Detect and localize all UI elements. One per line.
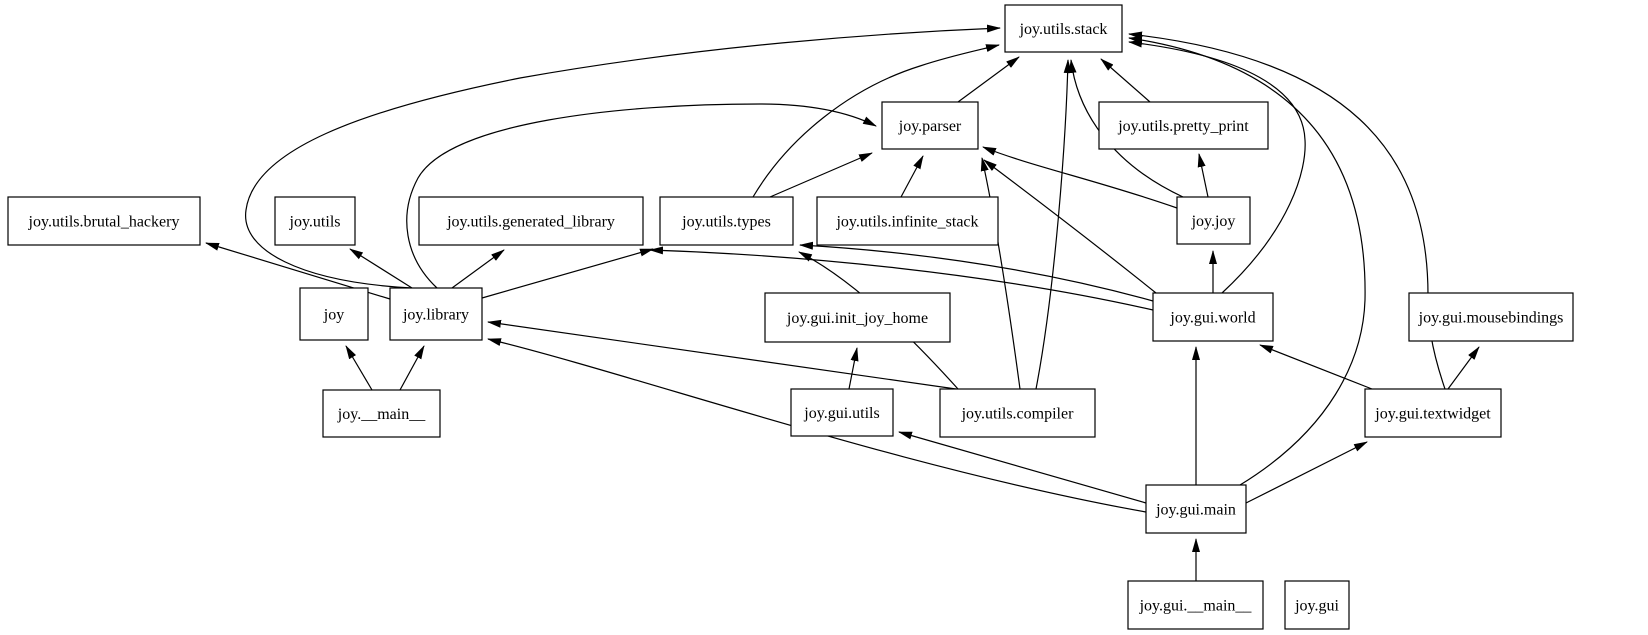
node-joy.gui.init_joy_home: joy.gui.init_joy_home [764, 292, 951, 343]
edge-joy.gui.utils--joy.gui.init_joy_home [848, 347, 859, 390]
edge-joy.__main__--joy.library [399, 345, 425, 391]
node-joy.utils.brutal_hackery: joy.utils.brutal_hackery [7, 196, 201, 246]
node-box-joy.utils.brutal_hackery [7, 196, 201, 246]
edge-joy.library--joy.utils.generated_library [451, 249, 505, 289]
edge-joy.gui.world--joy.utils.types [799, 241, 1154, 302]
edge-joy.gui.main--joy.gui.textwidget [1245, 441, 1368, 504]
node-box-joy.gui.__main__ [1127, 580, 1264, 630]
node-joy.gui.__main__: joy.gui.__main__ [1127, 580, 1264, 630]
node-label-joy.joy: joy.joy [1191, 213, 1236, 230]
node-box-joy.joy [1176, 196, 1251, 245]
node-joy.joy: joy.joy [1176, 196, 1251, 245]
edge-joy.gui.world--joy.utils.generated_library [649, 246, 1154, 311]
node-box-joy.gui.textwidget [1364, 388, 1502, 438]
node-joy.utils.infinite_stack: joy.utils.infinite_stack [816, 196, 999, 246]
edge-joy.utils.compiler--joy.utils.stack [1035, 59, 1072, 390]
node-joy.utils.generated_library: joy.utils.generated_library [418, 196, 644, 246]
node-label-joy.gui: joy.gui [1294, 598, 1339, 615]
node-box-joy.utils.pretty_print [1098, 101, 1269, 150]
node-joy.gui.textwidget: joy.gui.textwidget [1364, 388, 1502, 438]
node-joy.gui.utils: joy.gui.utils [790, 388, 894, 437]
node-label-joy.gui.init_joy_home: joy.gui.init_joy_home [786, 310, 928, 327]
node-label-joy.library: joy.library [402, 307, 469, 324]
node-box-joy.utils.compiler [939, 388, 1096, 438]
node-joy.utils.pretty_print: joy.utils.pretty_print [1098, 101, 1269, 150]
edge-joy.gui.main--joy.gui.utils [898, 431, 1147, 504]
edge-joy.library--joy.utils [349, 248, 413, 289]
edge-joy.utils.compiler--joy.parser [980, 157, 1021, 390]
edge-joy.gui.textwidget--joy.gui.mousebindings [1447, 346, 1480, 390]
node-box-joy.gui.main [1145, 484, 1247, 534]
edge-joy.gui.world--joy.parser [983, 159, 1157, 294]
node-joy.utils: joy.utils [274, 196, 356, 246]
node-box-joy.utils.stack [1004, 4, 1123, 53]
node-joy.library: joy.library [389, 287, 483, 341]
node-joy.utils.types: joy.utils.types [659, 196, 794, 246]
node-box-joy.gui.utils [790, 388, 894, 437]
edge-joy.parser--joy.utils.stack [957, 56, 1020, 103]
node-joy.gui.main: joy.gui.main [1145, 484, 1247, 534]
node-label-joy.__main__: joy.__main__ [337, 406, 426, 423]
node-joy.parser: joy.parser [881, 101, 979, 150]
edge-joy.utils.types--joy.parser [769, 152, 873, 198]
edge-joy.__main__--joy [345, 345, 373, 391]
node-joy.gui.mousebindings: joy.gui.mousebindings [1408, 292, 1574, 342]
node-label-joy.gui.mousebindings: joy.gui.mousebindings [1418, 310, 1564, 327]
edge-joy.gui.main--joy.library [487, 338, 1147, 513]
edge-joy.utils.pretty_print--joy.utils.stack [1100, 58, 1151, 103]
node-label-joy.gui.world: joy.gui.world [1169, 310, 1255, 327]
node-label-joy.utils.compiler: joy.utils.compiler [961, 406, 1075, 423]
edge-joy.utils.types--joy.utils.stack [752, 44, 1000, 198]
node-label-joy.parser: joy.parser [898, 118, 962, 135]
node-box-joy.gui.init_joy_home [764, 292, 951, 343]
node-box-joy.utils.generated_library [418, 196, 644, 246]
node-box-joy.gui.mousebindings [1408, 292, 1574, 342]
node-label-joy.utils.brutal_hackery: joy.utils.brutal_hackery [28, 214, 180, 231]
node-label-joy.utils.infinite_stack: joy.utils.infinite_stack [835, 214, 978, 231]
node-label-joy.utils: joy.utils [289, 214, 341, 231]
edge-joy.gui.world--joy.utils.stack [1128, 39, 1306, 294]
node-label-joy.gui.textwidget: joy.gui.textwidget [1374, 406, 1491, 423]
node-label-joy.gui.__main__: joy.gui.__main__ [1139, 598, 1253, 615]
node-joy.utils.compiler: joy.utils.compiler [939, 388, 1096, 438]
node-label-joy.utils.pretty_print: joy.utils.pretty_print [1117, 118, 1249, 135]
node-label-joy.utils.stack: joy.utils.stack [1019, 21, 1108, 38]
edge-joy.joy--joy.utils.pretty_print [1197, 153, 1209, 198]
edge-joy.gui.main--joy.utils.stack [1128, 35, 1366, 486]
node-label-joy.gui.main: joy.gui.main [1155, 502, 1236, 519]
node-box-joy.library [389, 287, 483, 341]
node-joy.utils.stack: joy.utils.stack [1004, 4, 1123, 53]
edge-joy.joy--joy.parser [982, 146, 1178, 209]
node-box-joy.parser [881, 101, 979, 150]
node-box-joy.utils [274, 196, 356, 246]
edge-joy.library--joy.utils.stack [245, 24, 1001, 289]
node-label-joy.utils.generated_library: joy.utils.generated_library [446, 214, 615, 231]
node-joy.gui.world: joy.gui.world [1152, 292, 1274, 342]
node-box-joy [299, 287, 369, 341]
node-label-joy.utils.types: joy.utils.types [681, 214, 771, 231]
node-box-joy.__main__ [322, 389, 441, 438]
nodes-layer: joy.utils.stack joy.parser joy.utils.prett… [7, 4, 1574, 630]
node-box-joy.utils.infinite_stack [816, 196, 999, 246]
edge-joy.utils.compiler--joy.library [487, 319, 957, 390]
node-joy.gui: joy.gui [1284, 580, 1350, 630]
node-joy: joy [299, 287, 369, 341]
node-box-joy.gui.world [1152, 292, 1274, 342]
edge-joy.library--joy.utils.types [481, 248, 654, 299]
node-label-joy: joy [323, 307, 344, 324]
node-box-joy.gui [1284, 580, 1350, 630]
node-label-joy.gui.utils: joy.gui.utils [803, 405, 879, 422]
edge-joy.library--joy.parser [406, 103, 877, 289]
edge-joy.utils.infinite_stack--joy.parser [900, 155, 924, 198]
node-joy.__main__: joy.__main__ [322, 389, 441, 438]
node-box-joy.utils.types [659, 196, 794, 246]
edge-joy.gui.textwidget--joy.gui.world [1259, 344, 1373, 390]
